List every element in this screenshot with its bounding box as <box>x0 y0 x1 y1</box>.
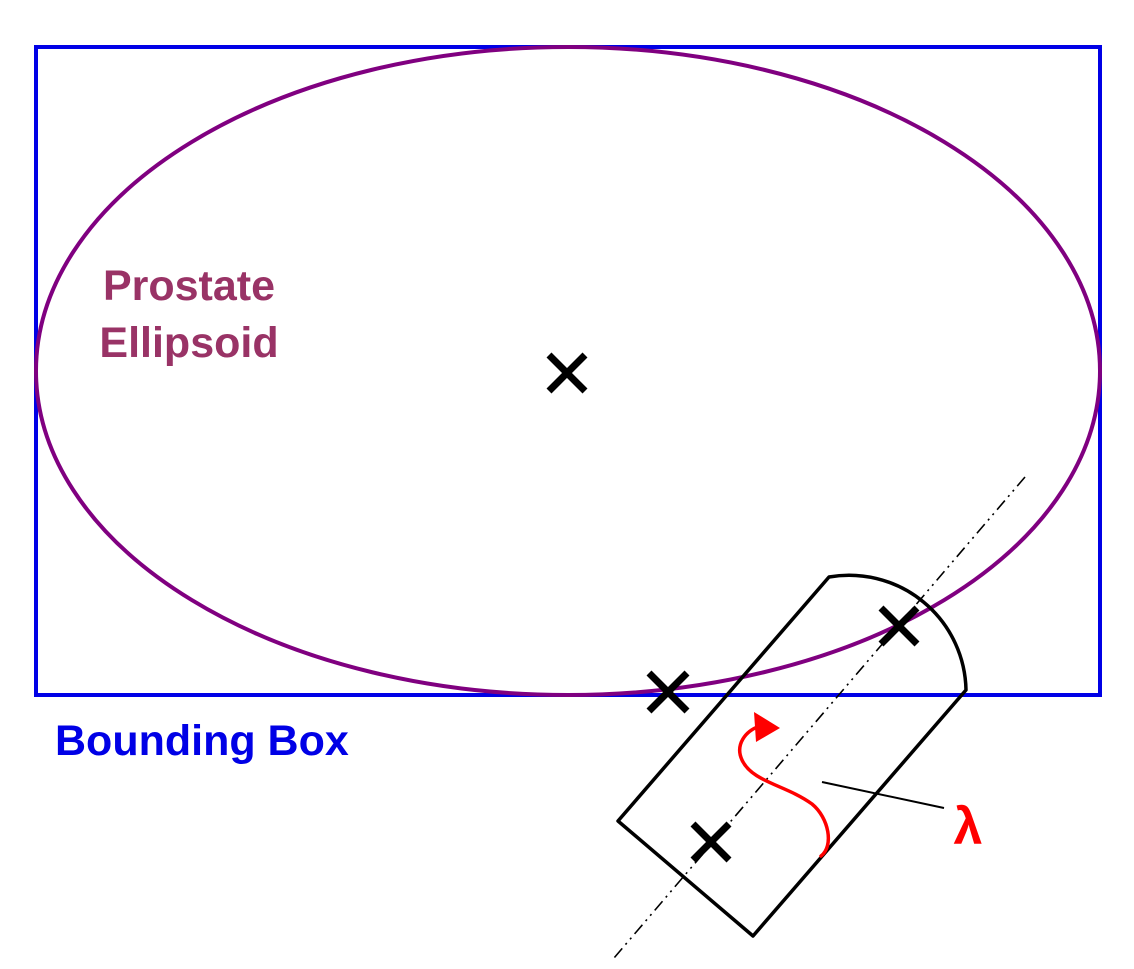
ellipse-label-line2: Ellipsoid <box>99 319 278 367</box>
bounding-box-label: Bounding Box <box>55 717 349 765</box>
rotation-arrow-icon <box>738 724 830 858</box>
probe-outline <box>616 573 968 938</box>
tip-cross-icon <box>878 605 920 647</box>
center-cross-icon <box>546 352 588 394</box>
lambda-leader-line <box>821 781 945 809</box>
prostate-ellipse <box>34 45 1102 697</box>
contact-cross-icon <box>646 670 690 714</box>
base-cross-icon <box>690 821 732 863</box>
probe-axis-line <box>613 476 1026 959</box>
ellipse-label-line1: Prostate <box>103 262 275 310</box>
rotation-arrowhead-icon <box>754 712 780 742</box>
rotation-lambda-label: λ <box>954 798 983 856</box>
